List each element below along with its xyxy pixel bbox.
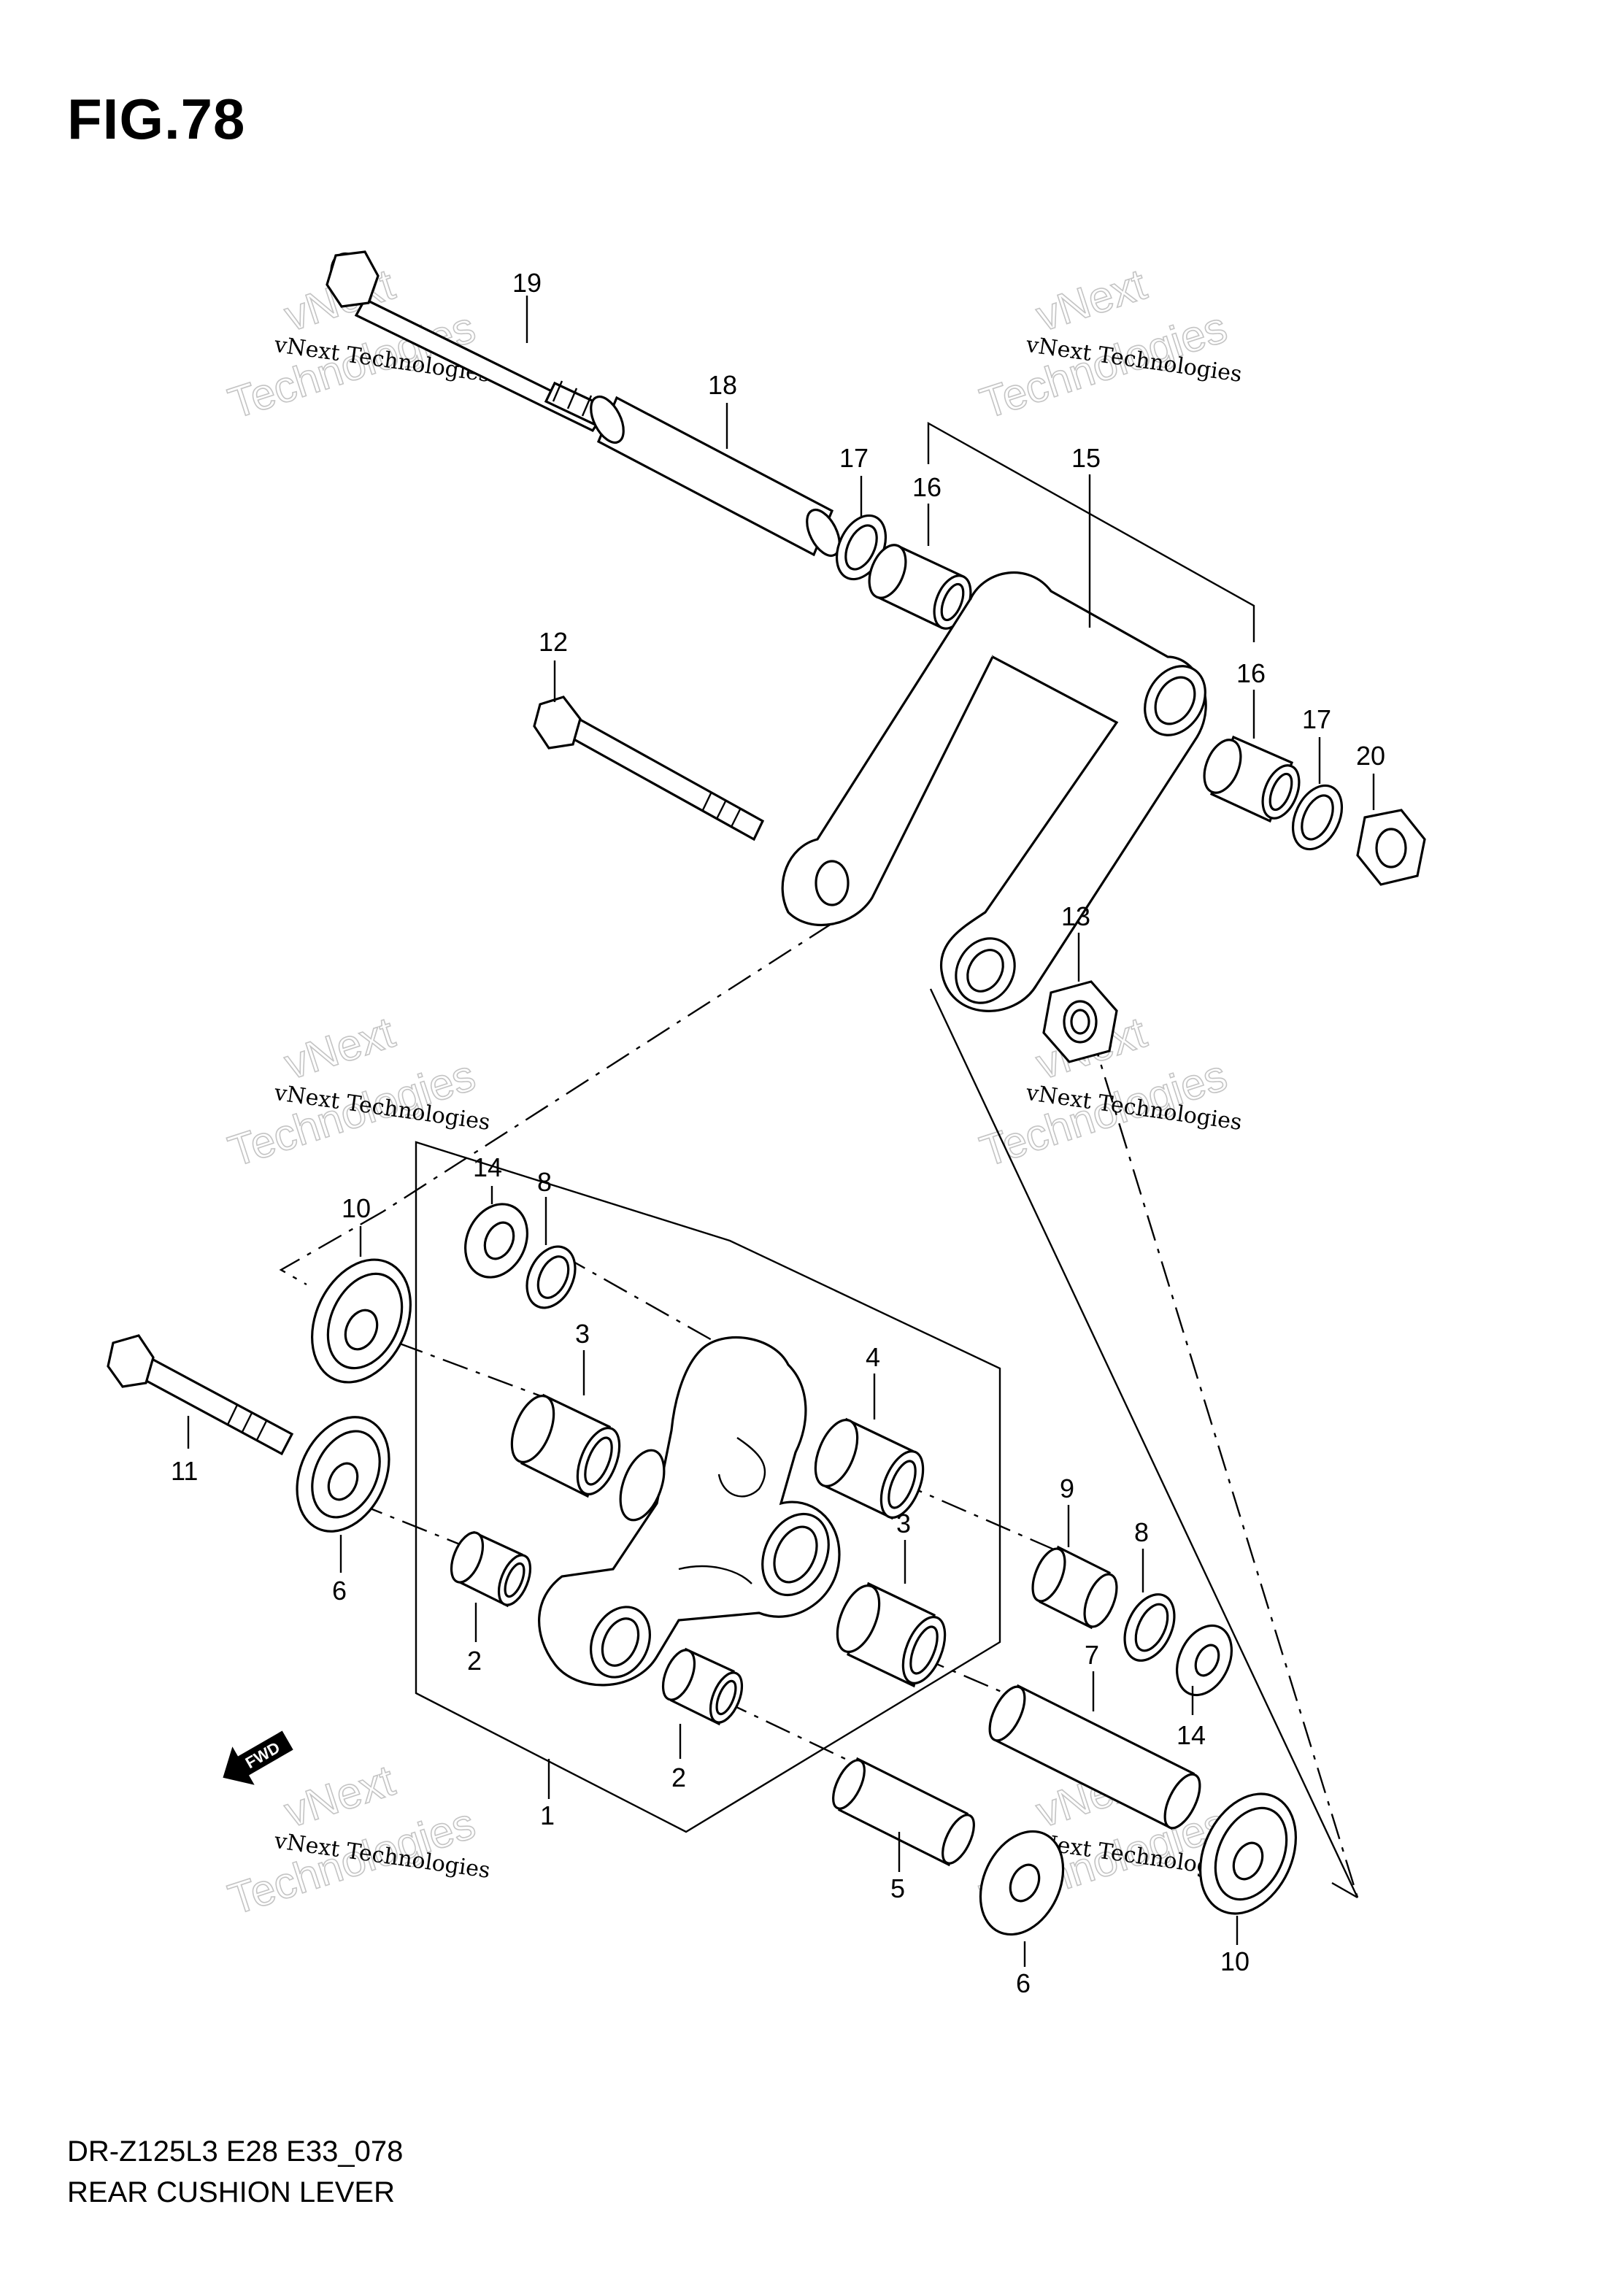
part-14-washer-lower (1176, 1624, 1233, 1697)
callout-8: 8 (1134, 1517, 1149, 1547)
part-6-dust-seal-lower (979, 1830, 1065, 1936)
watermark-3: vNext Technologies vNext Technologies (222, 1007, 492, 1176)
callout-3: 3 (575, 1319, 590, 1349)
watermark-2: vNext Technologies vNext Technologies (974, 259, 1244, 428)
part-12-bolt (533, 696, 765, 841)
part-1-cushion-lever (538, 1336, 841, 1687)
callout-20: 20 (1356, 741, 1385, 771)
part-6-dust-seal-left (296, 1416, 390, 1533)
part-8-seal-lower (1123, 1593, 1176, 1662)
leader-lines (187, 296, 1375, 1967)
callout-16: 16 (912, 472, 942, 502)
part-2-bearing-lower (661, 1647, 744, 1726)
part-17-seal-lower (1291, 784, 1344, 851)
callout-2: 2 (671, 1763, 686, 1792)
callout-17: 17 (839, 443, 869, 473)
callout-7: 7 (1085, 1640, 1099, 1670)
watermark-brand: vNext (1031, 260, 1152, 341)
lever-assembly-outline (415, 1141, 1001, 1833)
watermark-brand: vNext (279, 1756, 401, 1837)
large-assembly-diagonal (929, 988, 1359, 1898)
part-5-spacer (832, 1757, 975, 1867)
callout-10: 10 (1220, 1946, 1250, 1976)
callout-8: 8 (537, 1167, 552, 1197)
part-18-sleeve (590, 396, 841, 557)
diagram-name: REAR CUSHION LEVER (67, 2176, 395, 2208)
fwd-arrow-icon: FWD (223, 1730, 293, 1785)
part-10-dust-seal-left (311, 1258, 412, 1384)
part-9-spacer (1031, 1545, 1118, 1630)
watermark-brand: vNext (279, 1008, 401, 1089)
callout-6: 6 (1016, 1968, 1031, 1998)
callout-2: 2 (467, 1646, 482, 1676)
large-assembly-bottom (1331, 1881, 1358, 1899)
callout-4: 4 (866, 1342, 880, 1372)
callout-14: 14 (473, 1152, 502, 1182)
part-20-nut (1356, 809, 1426, 886)
callout-16: 16 (1236, 658, 1266, 688)
part-7-sleeve (988, 1684, 1201, 1830)
callout-5: 5 (890, 1873, 905, 1903)
watermark-5: vNext Technologies vNext Technologies (222, 1755, 492, 1925)
callout-9: 9 (1060, 1473, 1074, 1503)
alignment-lines (279, 896, 1359, 1898)
part-4-bearing (814, 1417, 925, 1520)
model-code: DR-Z125L3 E28 E33_078 (67, 2135, 404, 2168)
callout-19: 19 (512, 268, 542, 298)
callout-6: 6 (332, 1576, 347, 1606)
part-3-bearing-left (510, 1393, 621, 1498)
callouts: 19 18 17 16 15 12 16 17 20 13 14 8 10 3 … (171, 268, 1385, 1998)
part-3-bearing-right (836, 1582, 947, 1688)
callout-17: 17 (1302, 704, 1331, 734)
part-16-bearing-lower (1203, 735, 1301, 823)
part-14-washer-upper (464, 1203, 528, 1279)
callout-1: 1 (540, 1800, 555, 1830)
callout-15: 15 (1071, 443, 1101, 473)
figure-title: FIG.78 (67, 87, 246, 151)
part-13-nut (1042, 980, 1118, 1063)
linkage-assembly-bracket (927, 421, 1255, 642)
callout-10: 10 (342, 1193, 371, 1223)
callout-12: 12 (539, 627, 568, 657)
callout-13: 13 (1061, 901, 1090, 931)
part-11-bolt (107, 1334, 294, 1456)
part-8-seal-upper (525, 1245, 577, 1309)
callout-3: 3 (896, 1509, 911, 1538)
callout-14: 14 (1177, 1720, 1206, 1750)
callout-11: 11 (171, 1456, 198, 1486)
part-15-cushion-rod (781, 571, 1207, 1012)
callout-18: 18 (708, 370, 737, 400)
part-10-dust-seal-right (1198, 1792, 1298, 1915)
part-2-bearing-upper (450, 1530, 532, 1608)
